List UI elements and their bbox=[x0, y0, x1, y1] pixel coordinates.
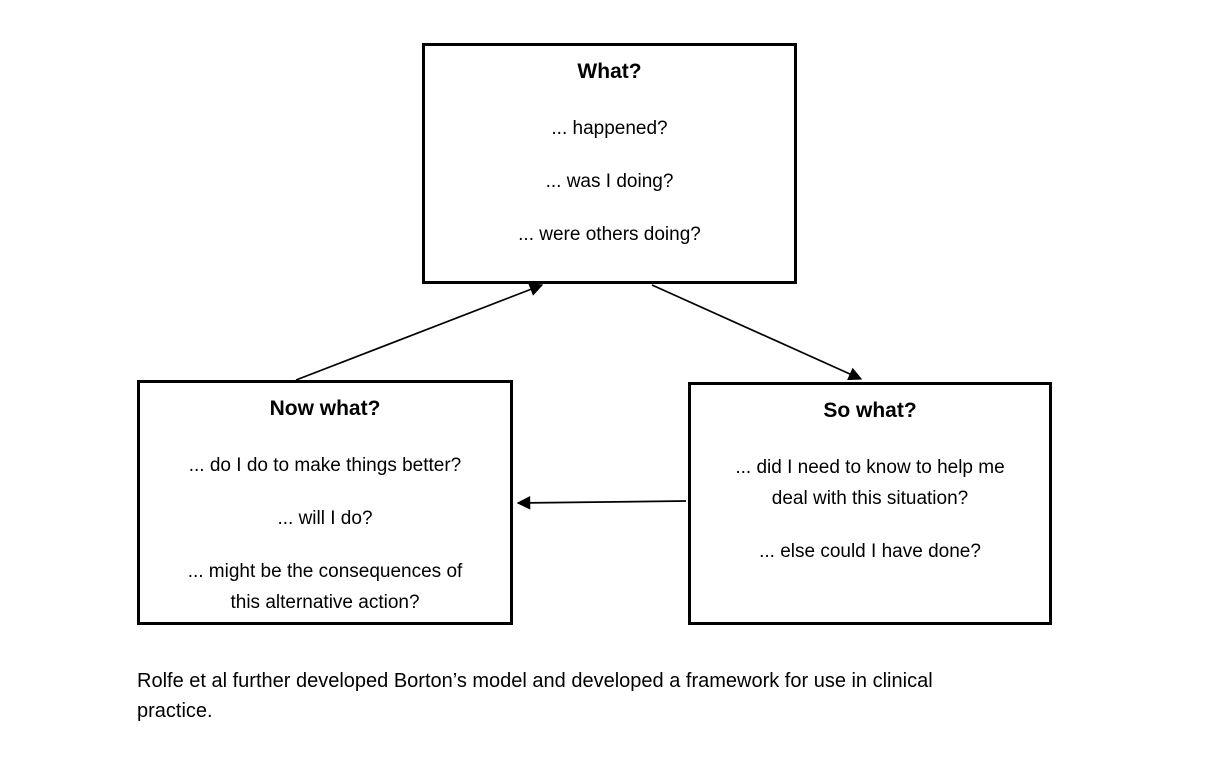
so-what-box-item-2: ... else could I have done? bbox=[759, 541, 981, 562]
now-what-box-item-2: ... will I do? bbox=[277, 508, 373, 529]
now-what-box-item-1: ... do I do to make things better? bbox=[188, 455, 462, 476]
arrow-what-to-so-what bbox=[651, 284, 863, 381]
so-what-box: So what? ... did I need to know to help … bbox=[688, 382, 1052, 625]
what-box: What? ... happened? ... was I doing? ...… bbox=[422, 43, 797, 284]
what-box-item-3: ... were others doing? bbox=[518, 224, 701, 245]
arrow-now-what-to-what bbox=[295, 283, 544, 381]
so-what-box-title: So what? bbox=[823, 399, 917, 422]
so-what-box-item-1: ... did I need to know to help me deal w… bbox=[735, 457, 1005, 509]
now-what-box-item-3: ... might be the consequences of this al… bbox=[187, 561, 463, 613]
arrow-so-what-to-now-what bbox=[516, 496, 687, 510]
now-what-box-title: Now what? bbox=[269, 397, 381, 420]
now-what-box: Now what? ... do I do to make things bet… bbox=[137, 380, 513, 625]
what-box-item-2: ... was I doing? bbox=[545, 171, 674, 192]
what-box-item-1: ... happened? bbox=[551, 118, 668, 139]
caption-text: Rolfe et al further developed Borton’s m… bbox=[137, 670, 933, 722]
what-box-title: What? bbox=[577, 60, 642, 83]
